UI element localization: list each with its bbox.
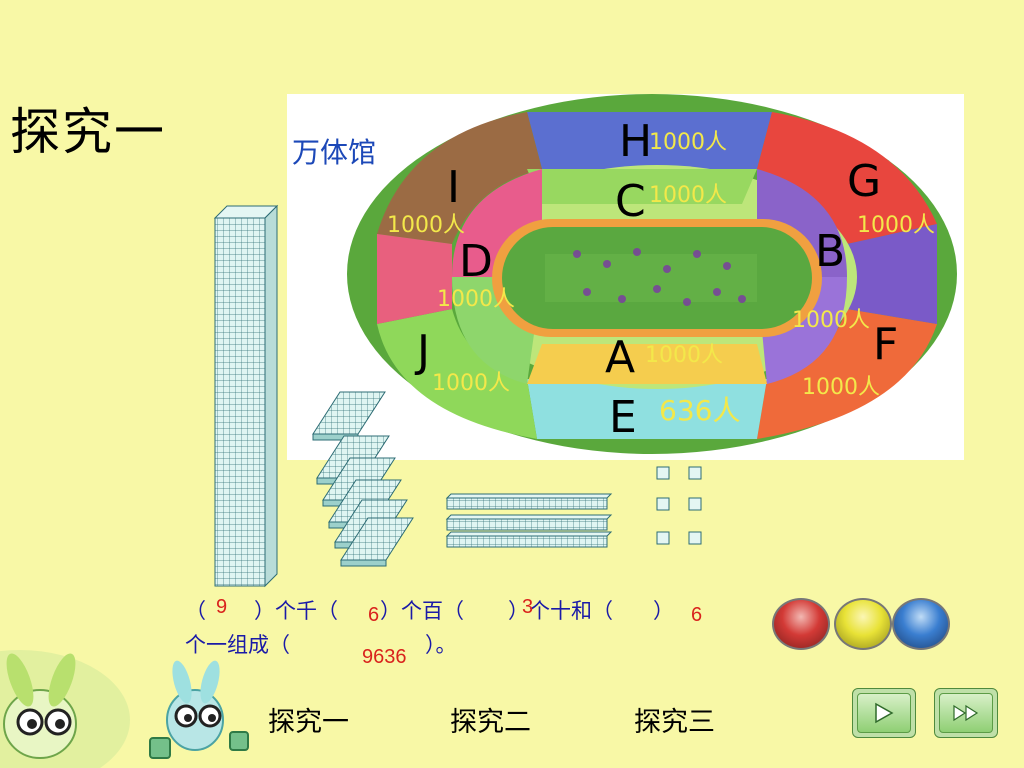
fast-forward-icon — [953, 704, 979, 722]
play-button[interactable] — [852, 688, 916, 738]
question-part: ）个千（ — [254, 599, 338, 623]
stadium-name: 万体馆 — [292, 136, 376, 169]
question-part: ） — [653, 599, 674, 623]
blue-egg-button[interactable] — [892, 598, 950, 650]
tens-rods — [445, 493, 613, 548]
bunny-mascot-decoration — [0, 650, 249, 768]
answer-hundreds: 6 — [368, 604, 380, 626]
section-letter-f: F — [873, 319, 898, 370]
play-icon — [875, 702, 894, 724]
section-count-f: 1000人 — [802, 375, 880, 400]
ones-cubes — [656, 466, 702, 545]
section-count-j: 1000人 — [432, 371, 510, 396]
section-letter-a: A — [605, 332, 635, 383]
hundreds-flats — [312, 391, 414, 567]
section-count-i: 1000人 — [387, 213, 465, 238]
red-egg-button[interactable] — [772, 598, 830, 650]
section-letter-c: C — [615, 176, 646, 227]
question-part: （ — [185, 599, 206, 623]
section-count-c: 1000人 — [649, 183, 727, 208]
answer-total: 9636 — [362, 646, 407, 668]
thousands-tower — [213, 204, 279, 588]
nav-tab-2[interactable]: 探究二 — [450, 707, 531, 738]
section-count-h: 1000人 — [649, 130, 727, 155]
section-count-b: 1000人 — [792, 308, 870, 333]
nav-tab-1[interactable]: 探究一 — [268, 707, 349, 738]
section-letter-e: E — [609, 392, 637, 443]
section-count-e: 636人 — [659, 394, 740, 427]
question-sentence: （ ）个千（ ）个百（ ）个十和（ ） 个一组成（ ）。 — [185, 594, 765, 662]
yellow-egg-button[interactable] — [834, 598, 892, 650]
section-letter-b: B — [815, 226, 845, 277]
question-part: ）个十和（ — [508, 599, 613, 623]
section-count-g: 1000人 — [857, 213, 935, 238]
answer-tens: 3 — [522, 596, 534, 618]
question-part: 个一组成（ — [185, 633, 290, 657]
section-letter-h: H — [619, 116, 652, 167]
section-letter-g: G — [847, 156, 881, 207]
answer-ones: 6 — [691, 604, 703, 626]
section-count-d: 1000人 — [437, 287, 515, 312]
place-value-blocks — [213, 204, 702, 588]
question-part: ）个百（ — [380, 599, 464, 623]
fast-forward-button[interactable] — [934, 688, 998, 738]
section-letter-i: I — [447, 162, 460, 213]
section-letter-j: J — [414, 326, 430, 377]
section-letter-d: D — [459, 236, 493, 287]
section-count-a: 1000人 — [645, 343, 723, 368]
stadium-illustration: 万体馆 H 1000人 C 1000人 G 1000人 B 1000人 I 10… — [287, 94, 964, 460]
answer-thousands: 9 — [216, 596, 228, 618]
page-title: 探究一 — [10, 103, 166, 161]
nav-tab-3[interactable]: 探究三 — [634, 707, 715, 738]
question-part: ）。 — [425, 633, 457, 657]
